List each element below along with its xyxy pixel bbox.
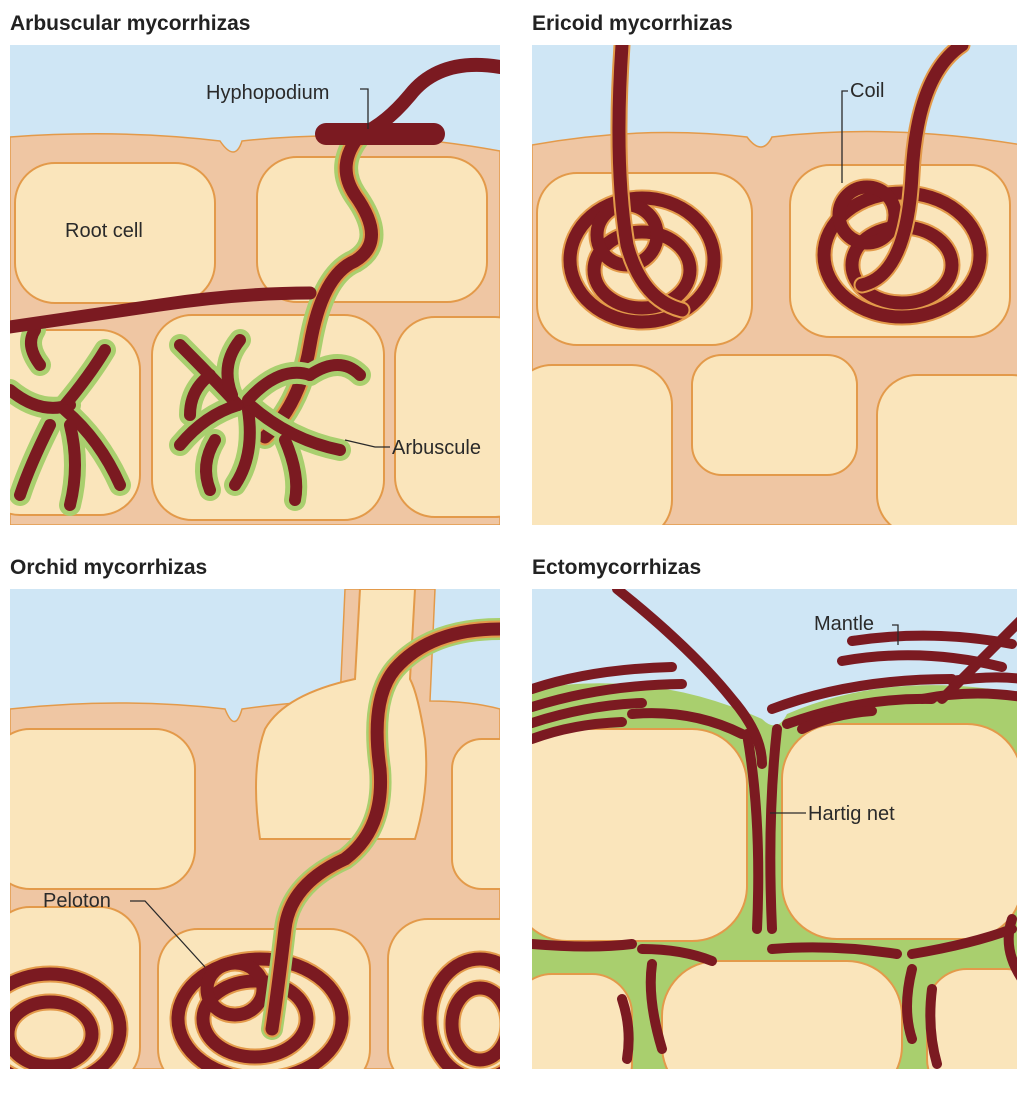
panel-ecto: Mantle Hartig net [532, 589, 1017, 1069]
root-cell [782, 724, 1017, 939]
root-cell [692, 355, 857, 475]
hyphopodium [315, 123, 445, 145]
panel-ericoid: Coil [532, 45, 1017, 525]
root-cell [532, 729, 747, 941]
label-coil: Coil [850, 80, 884, 102]
root-cell [452, 739, 500, 889]
panel-orchid: Peloton [10, 589, 500, 1069]
root-cell [532, 365, 672, 525]
ecto-illustration: Mantle Hartig net [532, 589, 1017, 1069]
label-mantle: Mantle [814, 613, 874, 635]
panel-arbuscular: Hyphopodium Root cell Arbuscule [10, 45, 500, 525]
root-cell [877, 375, 1017, 525]
label-hartig-net: Hartig net [808, 803, 895, 825]
panel-title-ecto: Ectomycorrhizas [532, 556, 701, 580]
ericoid-illustration: Coil [532, 45, 1017, 525]
root-cell [10, 729, 195, 889]
label-peloton: Peloton [43, 890, 111, 912]
root-cell [395, 317, 500, 517]
orchid-illustration: Peloton [10, 589, 500, 1069]
arbuscular-illustration: Hyphopodium Root cell Arbuscule [10, 45, 500, 525]
root-cell [662, 961, 902, 1069]
coil [570, 198, 714, 322]
root-cell [927, 969, 1017, 1069]
panel-title-orchid: Orchid mycorrhizas [10, 556, 207, 580]
panel-title-ericoid: Ericoid mycorrhizas [532, 12, 733, 36]
label-hyphopodium: Hyphopodium [206, 82, 329, 104]
label-arbuscule: Arbuscule [392, 437, 481, 459]
panel-title-arbuscular: Arbuscular mycorrhizas [10, 12, 250, 36]
label-root-cell: Root cell [65, 220, 143, 242]
root-cell [532, 974, 632, 1069]
